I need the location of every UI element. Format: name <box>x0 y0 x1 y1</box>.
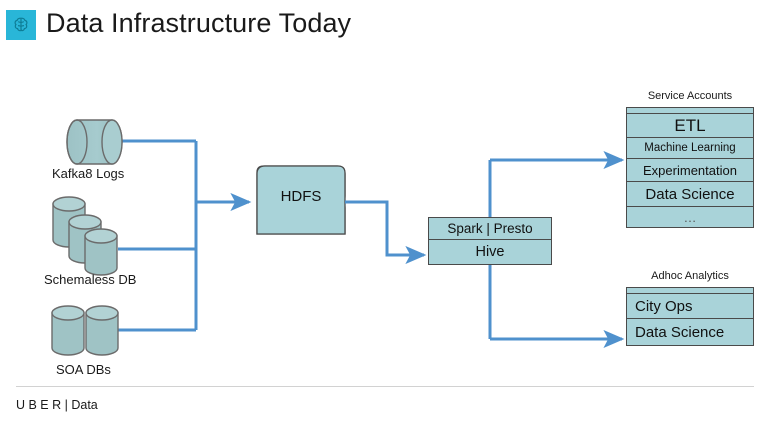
adhoc-analytics-table: City Ops Data Science <box>626 287 754 346</box>
service-accounts-title: Service Accounts <box>647 90 733 102</box>
service-accounts-row-label: Data Science <box>645 185 735 203</box>
hdfs-node <box>256 165 346 235</box>
service-accounts-row-data-science[interactable]: Data Science <box>627 182 753 207</box>
adhoc-analytics-row-label: Data Science <box>635 323 725 341</box>
adhoc-analytics-row-city-ops[interactable]: City Ops <box>627 294 753 319</box>
connector-hdfs-to-hive <box>345 200 427 264</box>
schemaless-label: Schemaless DB <box>44 272 137 287</box>
kafka-label: Kafka8 Logs <box>52 166 125 181</box>
adhoc-analytics-row-data-science[interactable]: Data Science <box>627 319 753 345</box>
service-accounts-row-machine-learning[interactable]: Machine Learning <box>627 138 753 159</box>
service-accounts-row-etl[interactable]: ETL <box>627 114 753 138</box>
footer-divider <box>16 386 754 387</box>
page-title: Data Infrastructure Today <box>46 8 352 38</box>
service-accounts-header-strip <box>627 108 753 114</box>
schemaless-cylinder-icon <box>52 196 118 276</box>
service-accounts-row-label: Experimentation <box>643 162 737 178</box>
brain-icon <box>6 10 36 40</box>
service-accounts-row-label: … <box>683 209 697 225</box>
query-row-hive[interactable]: Hive <box>429 240 551 264</box>
query-row-label: Spark | Presto <box>447 221 533 236</box>
hdfs-label: HDFS <box>280 188 322 205</box>
adhoc-analytics-header-strip <box>627 288 753 294</box>
query-row-spark-presto[interactable]: Spark | Presto <box>429 218 551 240</box>
adhoc-analytics-title: Adhoc Analytics <box>651 270 729 282</box>
footer-text: U B E R | Data <box>16 398 98 412</box>
service-accounts-row-more[interactable]: … <box>627 207 753 227</box>
service-accounts-row-label: ETL <box>674 115 706 135</box>
soa-cylinder-icon <box>51 305 119 356</box>
adhoc-analytics-row-label: City Ops <box>635 297 693 315</box>
query-layer-table: Spark | Presto Hive <box>428 217 552 265</box>
soa-label: SOA DBs <box>56 362 111 377</box>
service-accounts-table: ETL Machine Learning Experimentation Dat… <box>626 107 754 228</box>
service-accounts-row-experimentation[interactable]: Experimentation <box>627 159 753 182</box>
service-accounts-row-label: Machine Learning <box>644 142 736 154</box>
kafka-cylinder-icon <box>66 119 123 165</box>
query-row-label: Hive <box>475 244 505 260</box>
